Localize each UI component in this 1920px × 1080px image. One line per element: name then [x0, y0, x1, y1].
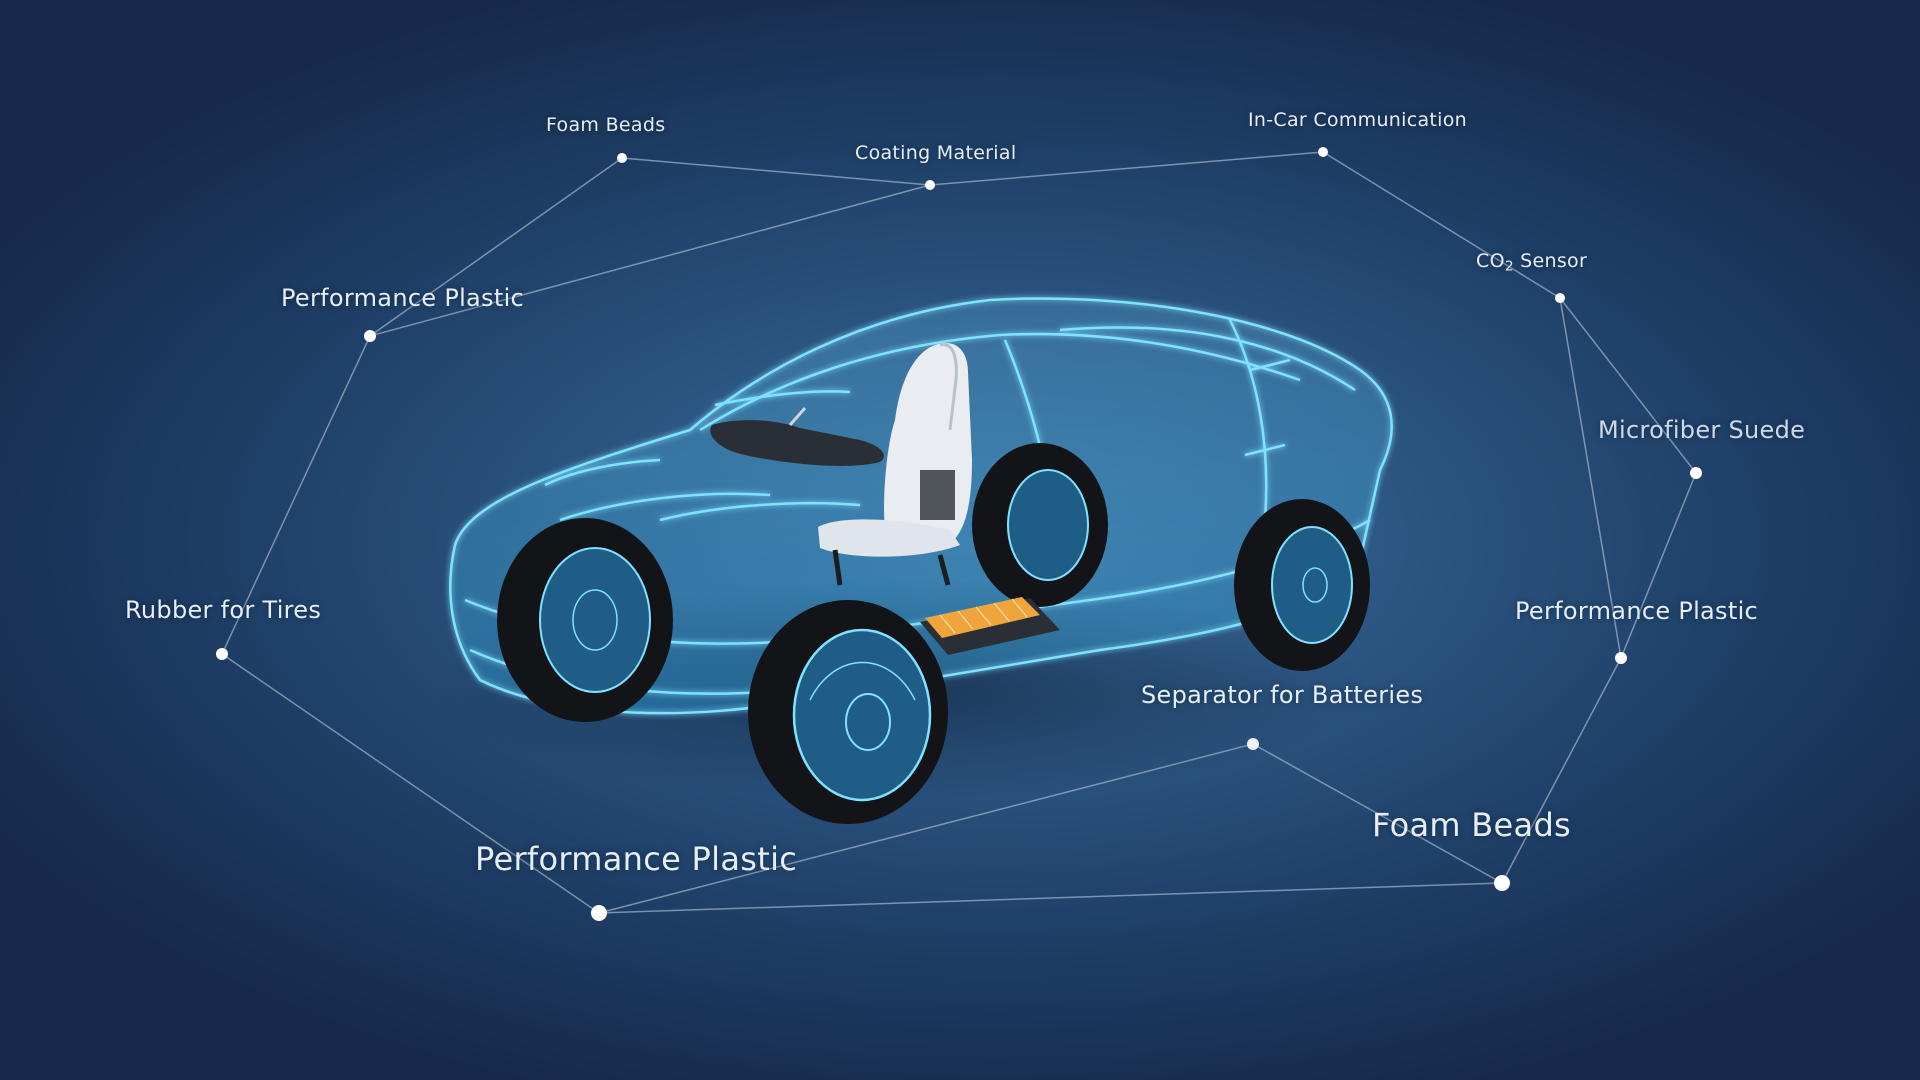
label-performance-plastic-bottom: Performance Plastic [475, 840, 798, 878]
label-foam-beads-top: Foam Beads [546, 114, 666, 136]
connector-line [1559, 297, 1622, 659]
battery-pack [920, 597, 1060, 655]
node-dot [1318, 147, 1328, 157]
node-dot [1555, 293, 1565, 303]
node-dot [216, 648, 228, 660]
label-coating-material: Coating Material [855, 142, 1017, 164]
connector-line [221, 335, 371, 655]
node-dot [1615, 652, 1627, 664]
connector-line [929, 151, 1324, 186]
label-in-car-communication: In-Car Communication [1248, 109, 1468, 131]
label-co2-sensor: CO2 Sensor [1476, 250, 1587, 274]
node-dot [364, 330, 376, 342]
connector-line [369, 157, 623, 337]
label-foam-beads-bottom: Foam Beads [1372, 806, 1572, 844]
tire-front-left [748, 600, 948, 824]
co2-prefix: CO [1476, 250, 1505, 272]
node-dot [925, 180, 935, 190]
label-microfiber-suede: Microfiber Suede [1598, 416, 1806, 444]
label-performance-plastic-right: Performance Plastic [1515, 597, 1759, 625]
connector-line [1322, 151, 1561, 299]
co2-suffix: Sensor [1513, 250, 1588, 272]
connector-line [621, 157, 931, 186]
tire-rear-left [497, 518, 673, 722]
label-performance-plastic-left: Performance Plastic [281, 284, 525, 312]
label-rubber-for-tires: Rubber for Tires [125, 596, 322, 624]
dashboard [710, 407, 884, 466]
label-separator-for-batteries: Separator for Batteries [1141, 681, 1424, 709]
node-dot [591, 905, 607, 921]
node-dot [1690, 467, 1702, 479]
connector-line [1559, 297, 1697, 474]
co2-subscript: 2 [1504, 258, 1514, 275]
seat [818, 343, 972, 586]
tire-rear-right [972, 443, 1108, 607]
connector-line [1501, 657, 1622, 884]
tire-front-right [1234, 499, 1370, 671]
connector-line [598, 882, 1503, 914]
connector-line [1252, 743, 1503, 884]
connector-line [221, 653, 600, 914]
connector-line [1620, 472, 1697, 659]
node-dot [1494, 875, 1510, 891]
node-dot [617, 153, 627, 163]
connector-line [369, 184, 931, 337]
